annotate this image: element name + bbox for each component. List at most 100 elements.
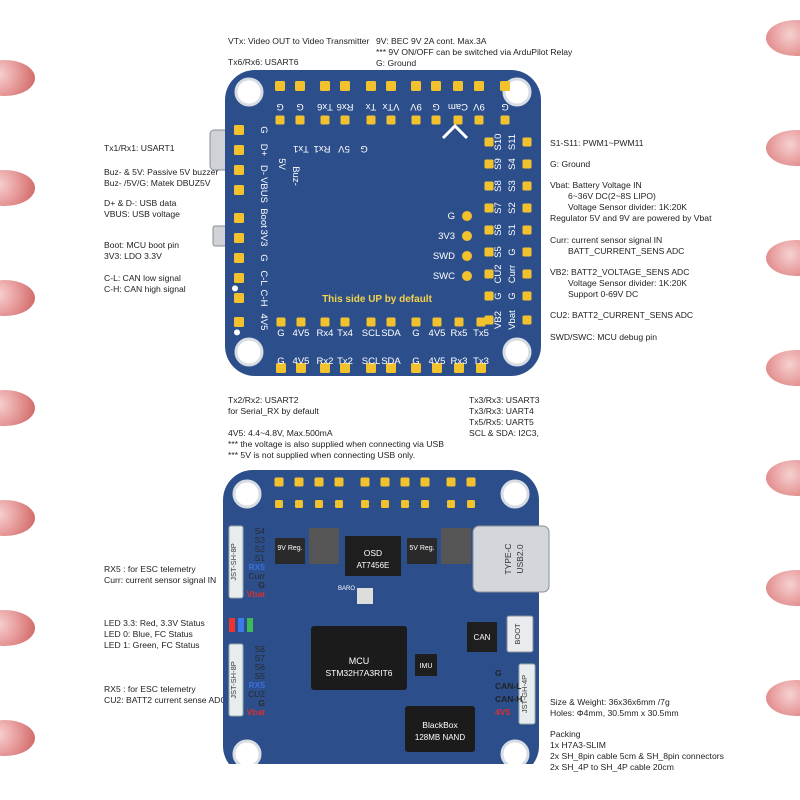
- bottom-row1-label: 4V5: [429, 328, 446, 339]
- top-row-label: Rx6: [337, 101, 354, 112]
- bottom-row2-label: G: [277, 356, 284, 367]
- right-s1-label: S10: [493, 134, 504, 151]
- boot-button[interactable]: [506, 615, 534, 653]
- right-decorative-edge: [752, 0, 800, 800]
- left-col-pad: [234, 233, 244, 243]
- debug-pad: [462, 271, 472, 281]
- blackbox-chip: [405, 706, 475, 752]
- left-col-pad: [234, 213, 244, 223]
- baro-label: BARO: [338, 586, 355, 592]
- label-tx3: Tx3/Rx3: USART3: [469, 395, 540, 405]
- left-col-label: VBUS: [258, 177, 269, 203]
- label-4v5-note1: *** the voltage is also supplied when co…: [228, 439, 444, 449]
- right-s1-label: S9: [493, 158, 504, 170]
- top-row2-pad: [431, 115, 441, 125]
- right-conn-pin-label: G: [495, 668, 502, 678]
- bottom-row1-label: 4V5: [293, 328, 310, 339]
- right-s1-label: S8: [493, 180, 504, 192]
- bottom-board-pcb: [223, 470, 539, 764]
- bottom-board-top-pad: [314, 477, 324, 487]
- top-row-pad: [320, 81, 330, 91]
- bottom-row2-pad: [340, 363, 350, 373]
- conn1-pin-label: S4: [255, 526, 266, 536]
- label-vbus: VBUS: USB voltage: [104, 209, 180, 219]
- label-size: Size & Weight: 36x36x6mm /7g: [550, 697, 670, 707]
- bottom-row2-pad: [476, 363, 486, 373]
- bottom-row1-pad: [432, 317, 442, 327]
- usb2-label: USB2.0: [515, 544, 525, 574]
- right-s1-pad: [484, 203, 494, 213]
- bottom-row1-label: SCL: [362, 328, 380, 339]
- label-buz2: Buz- /5V/G: Matek DBUZ5V: [104, 178, 211, 188]
- bottom-board-top-pad: [274, 477, 284, 487]
- top-row-label: G: [501, 101, 508, 112]
- bottom-row1-pad: [320, 317, 330, 327]
- conn1-pin-label: Curr: [248, 571, 265, 581]
- conn1-pin-label: Vbat: [247, 589, 266, 599]
- left-col-label: G: [258, 126, 269, 133]
- can-chip: [467, 622, 497, 652]
- mcu-label: MCU: [349, 656, 370, 666]
- top-row2-pad: [474, 115, 484, 125]
- right-s1-label: S6: [493, 224, 504, 236]
- led-blue: [238, 618, 244, 632]
- top-row-label: Tx: [365, 101, 376, 112]
- reg5-label: 5V Reg.: [409, 545, 434, 552]
- bottom-row1-label: G: [412, 328, 419, 339]
- label-ground: G: Ground: [376, 58, 417, 68]
- left-col-pad: [234, 165, 244, 175]
- label-curr-adc: BATT_CURRENT_SENS ADC: [568, 246, 685, 256]
- bottom-mount-hole-tr: [500, 479, 530, 509]
- bottom-board-top-pad2: [335, 500, 343, 508]
- right-s1-pad: [484, 225, 494, 235]
- label-can-high: C-H: CAN high signal: [104, 284, 186, 294]
- label-bec-note: *** 9V ON/OFF can be switched via ArduPi…: [376, 47, 573, 57]
- label-tx2: Tx2/Rx2: USART2: [228, 395, 299, 405]
- bottom-row2-pad: [276, 363, 286, 373]
- label-rx5-b: RX5 : for ESC telemetry: [104, 684, 196, 694]
- reg9-chip: [275, 538, 305, 564]
- top-row-pad: [275, 81, 285, 91]
- top-row2-pad: [295, 115, 305, 125]
- label-vbat-range: 6~36V DC(2~8S LIPO): [568, 191, 656, 201]
- led-green: [247, 618, 253, 632]
- label-led0: LED 0: Blue, FC Status: [104, 629, 193, 639]
- right-s2-pad: [522, 291, 532, 301]
- right-s2-pad: [522, 225, 532, 235]
- left-col-pad: [234, 273, 244, 283]
- top-row2-pad: [340, 115, 350, 125]
- bottom-row1-pad: [476, 317, 486, 327]
- conn1-pin-label: RX5: [248, 562, 265, 572]
- bottom-row1-pad: [366, 317, 376, 327]
- right-s2-pad: [522, 203, 532, 213]
- bottom-row2-pad: [432, 363, 442, 373]
- mcu-chip: [311, 626, 407, 690]
- right-s1-pad: [484, 247, 494, 257]
- bottom-row2-label: Rx3: [451, 356, 468, 367]
- bottom-row2-pad: [411, 363, 421, 373]
- right-s2-label: S3: [507, 180, 518, 192]
- bottom-row1-pad: [340, 317, 350, 327]
- right-s1-pad: [484, 159, 494, 169]
- mcu-chip-label: STM32H7A3RIT6: [325, 668, 392, 678]
- top-row-label: Cam: [448, 101, 468, 112]
- label-packing: Packing: [550, 729, 581, 739]
- label-4v5-note2: *** 5V is not supplied when connecting U…: [228, 450, 416, 460]
- label-3v3: 3V3: LDO 3.3V: [104, 251, 162, 261]
- bottom-board-top-pad2: [275, 500, 283, 508]
- reg9-label: 9V Reg.: [277, 545, 302, 552]
- top-row2-pad: [386, 115, 396, 125]
- right-s1-label: VB2: [493, 311, 504, 329]
- baro-sensor: [357, 588, 373, 604]
- top-row-pad: [411, 81, 421, 91]
- bottom-row2-pad: [296, 363, 306, 373]
- right-conn-name: JST-GH-4P: [520, 675, 529, 713]
- top-row-pad: [431, 81, 441, 91]
- label-buz1: Buz- & 5V: Passive 5V buzzer: [104, 167, 219, 177]
- top-row-pad: [366, 81, 376, 91]
- top-row2-pad: [366, 115, 376, 125]
- bottom-board-top-pad2: [467, 500, 475, 508]
- debug-label: 3V3: [438, 231, 455, 242]
- right-s1-pad: [484, 269, 494, 279]
- bottom-row2-pad: [320, 363, 330, 373]
